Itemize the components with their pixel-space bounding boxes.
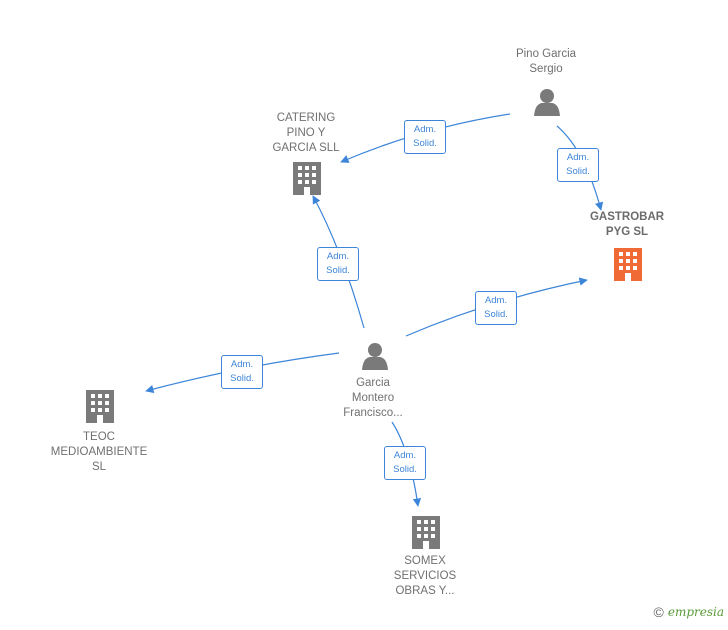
- node-label-somex[interactable]: SOMEX SERVICIOS OBRAS Y...: [393, 555, 457, 597]
- edge-label-pino-catering: Adm. Solid.: [404, 120, 446, 154]
- building-icon[interactable]: [412, 516, 440, 549]
- node-label-garcia-montero[interactable]: Garcia Montero Francisco...: [343, 377, 403, 419]
- footer-brand: © empresia: [654, 604, 724, 620]
- person-icon[interactable]: [362, 343, 388, 370]
- node-label-teoc[interactable]: TEOC MEDIOAMBIENTE SL: [50, 431, 148, 473]
- edge-label-garcia-teoc: Adm. Solid.: [221, 355, 263, 389]
- building-icon[interactable]: [293, 162, 321, 195]
- copyright-icon: ©: [653, 604, 664, 620]
- edge-label-pino-gastrobar: Adm. Solid.: [557, 148, 599, 182]
- person-icon[interactable]: [534, 89, 560, 116]
- building-icon-highlighted[interactable]: [614, 248, 642, 281]
- edge-label-garcia-gastrobar: Adm. Solid.: [475, 291, 517, 325]
- edge-label-garcia-somex: Adm. Solid.: [384, 446, 426, 480]
- node-label-pino-garcia[interactable]: Pino Garcia Sergio: [515, 48, 577, 75]
- edge-label-garcia-catering: Adm. Solid.: [317, 247, 359, 281]
- node-label-catering[interactable]: CATERING PINO Y GARCIA SLL: [272, 112, 340, 154]
- building-icon[interactable]: [86, 390, 114, 423]
- node-label-gastrobar[interactable]: GASTROBAR PYG SL: [589, 211, 665, 238]
- brand-logo: empresia: [667, 605, 724, 619]
